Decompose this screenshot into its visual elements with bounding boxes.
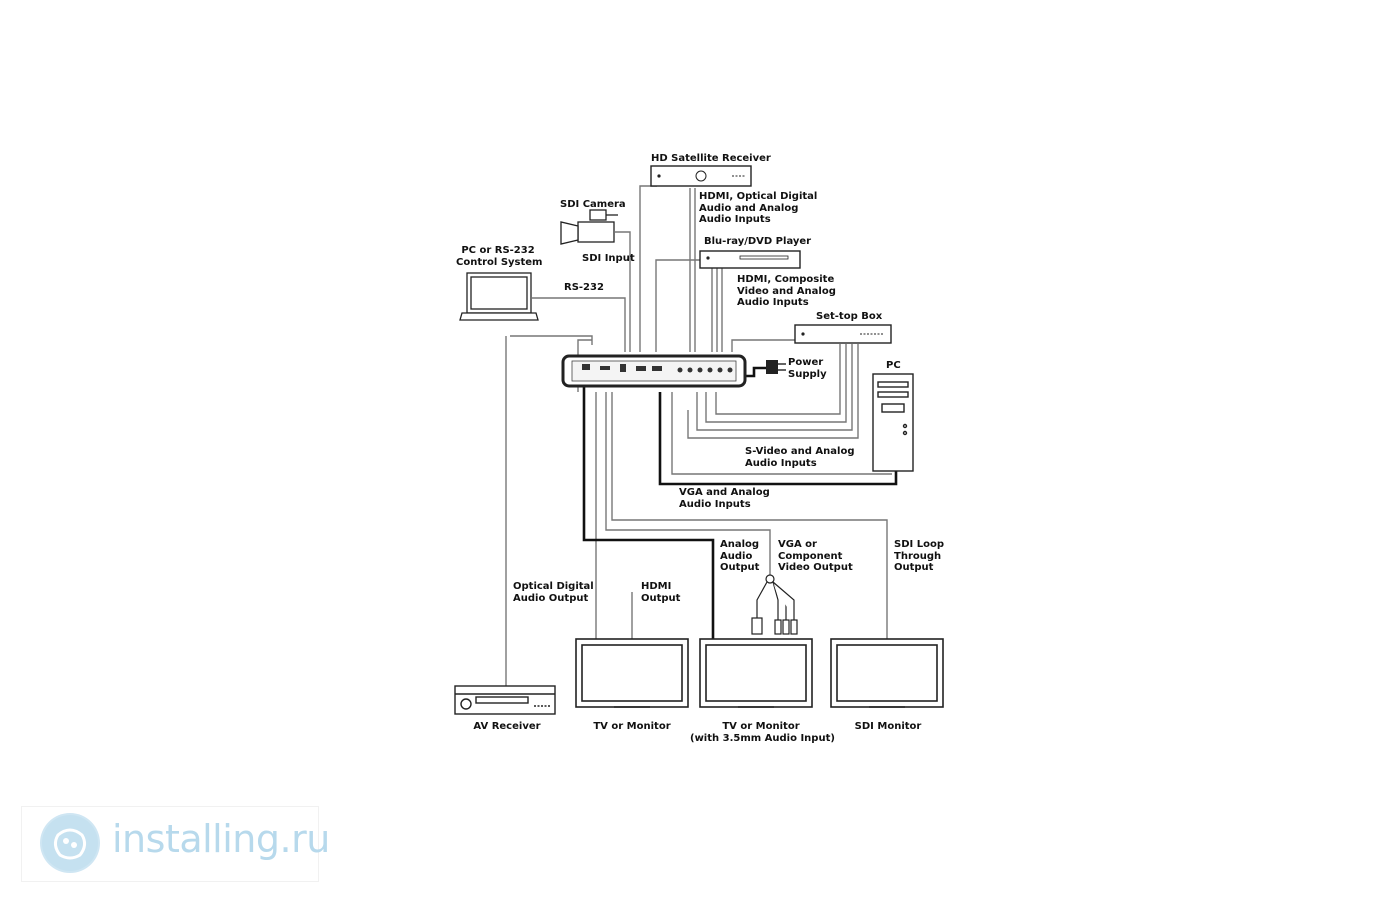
- analog-audio-cable-black: [582, 360, 715, 640]
- component-splitter-icon: [751, 574, 798, 635]
- pc-rs232-label: PC or RS-232 Control System: [456, 245, 543, 268]
- sdi-loop-output-label: SDI Loop Through Output: [894, 539, 944, 573]
- watermark-text[interactable]: installing.ru: [112, 817, 330, 861]
- hdmi-output-label: HDMI Output: [641, 581, 681, 604]
- tv-monitor-icon: [575, 638, 689, 708]
- sdi-monitor-icon: [830, 638, 944, 708]
- svideo-cable: [715, 344, 841, 415]
- set-top-box-icon: [794, 324, 892, 344]
- pc-tower-icon: [872, 373, 914, 472]
- power-supply-icon: [766, 360, 786, 374]
- sdi-monitor-label: SDI Monitor: [854, 721, 922, 732]
- bluray-player-icon: [699, 250, 801, 269]
- optical-output-label: Optical Digital Audio Output: [513, 581, 594, 604]
- vga-analog-cable-black: [658, 392, 898, 486]
- bluray-player-label: Blu-ray/DVD Player: [704, 236, 812, 247]
- tv-monitor-35mm-label: TV or Monitor (with 3.5mm Audio Input): [690, 721, 835, 744]
- vga-component-cable: [605, 392, 771, 575]
- hd-satellite-receiver-icon: [650, 165, 752, 187]
- watermark-logo-icon: [40, 813, 100, 873]
- sdi-input-cable: [615, 231, 631, 352]
- vga-inputs-label: VGA and Analog Audio Inputs: [679, 487, 770, 510]
- vga-component-output-label: VGA or Component Video Output: [778, 539, 853, 573]
- rs232-label: RS-232: [564, 282, 604, 293]
- rs232-cable: [532, 297, 626, 352]
- laptop-icon: [459, 272, 539, 321]
- power-supply-label: Power Supply: [788, 357, 827, 380]
- bluray-hdmi-cable: [655, 259, 703, 352]
- sdi-camera-icon: [560, 209, 618, 245]
- settop-cable: [731, 339, 800, 352]
- bluray-inputs-label: HDMI, Composite Video and Analog Audio I…: [737, 274, 836, 308]
- tv-monitor-label: TV or Monitor: [593, 721, 671, 732]
- satellite-hdmi-cable: [639, 185, 657, 352]
- hd-satellite-receiver-label: HD Satellite Receiver: [651, 153, 771, 164]
- sdi-input-label: SDI Input: [582, 253, 635, 264]
- tv-monitor-35mm-icon: [699, 638, 813, 708]
- cables: [505, 185, 892, 686]
- switcher-device: [561, 354, 747, 388]
- av-receiver-label: AV Receiver: [473, 721, 541, 732]
- optical-output-cable: [510, 335, 593, 345]
- analog-output-label: Analog Audio Output: [720, 539, 760, 573]
- satellite-inputs-label: HDMI, Optical Digital Audio and Analog A…: [699, 191, 818, 225]
- av-receiver-icon: [454, 685, 556, 715]
- hdmi-output-cable: [595, 392, 632, 641]
- pc-label: PC: [886, 360, 901, 371]
- watermark: installing.ru: [21, 806, 330, 882]
- set-top-box-label: Set-top Box: [816, 311, 883, 322]
- sdi-loop-cable: [611, 392, 888, 640]
- sdi-camera-label: SDI Camera: [560, 199, 626, 210]
- svideo-inputs-label: S-Video and Analog Audio Inputs: [745, 446, 855, 469]
- vga-input-cable: [671, 392, 892, 475]
